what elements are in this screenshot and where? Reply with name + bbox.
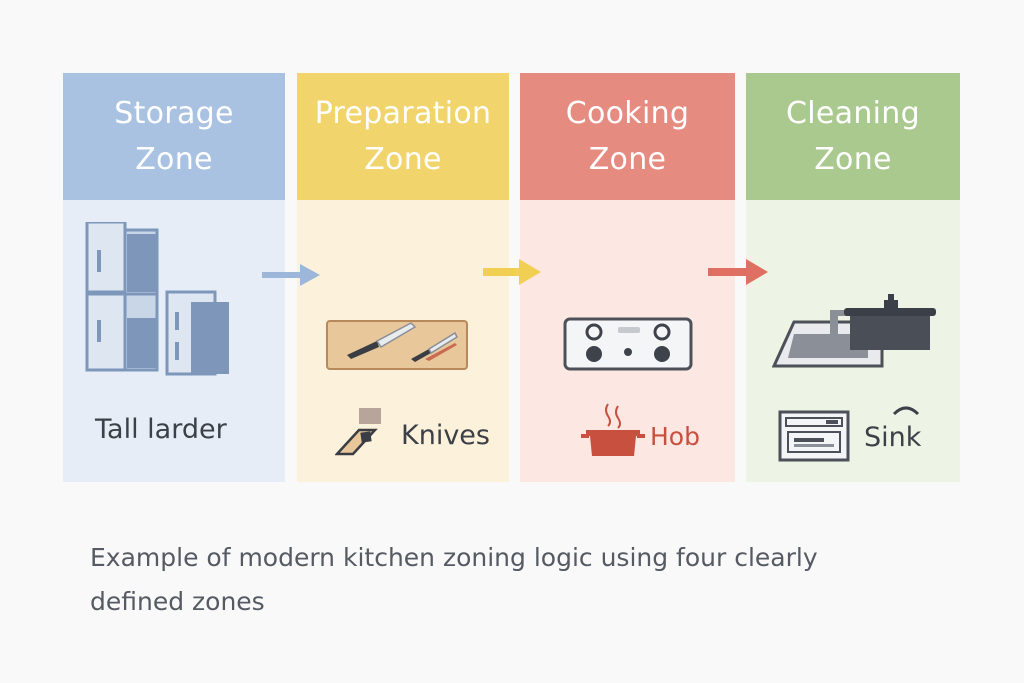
cleaning-zone-body: Sink xyxy=(746,200,960,482)
cooking-item-label: Hob xyxy=(650,422,700,451)
knives-icon xyxy=(335,408,381,456)
dishwasher-icon xyxy=(778,410,850,462)
storage-item-label: Tall larder xyxy=(95,414,227,445)
cooking-zone: Cooking Zone Hob xyxy=(520,73,735,482)
fridge-freezer-icon xyxy=(85,222,229,376)
arrow-preparation-to-cooking xyxy=(483,259,541,285)
cooking-zone-body: Hob xyxy=(520,200,735,482)
cutting-board-icon xyxy=(326,320,468,370)
cooking-zone-title-line2: Zone xyxy=(588,141,667,177)
cooking-zone-header: Cooking Zone xyxy=(520,73,735,200)
preparation-zone-header: Preparation Zone xyxy=(297,73,509,200)
preparation-item-label: Knives xyxy=(401,420,490,451)
storage-zone-header: Storage Zone xyxy=(63,73,285,200)
preparation-zone-title-line2: Zone xyxy=(364,141,442,177)
tap-icon xyxy=(892,406,920,416)
cooking-zone-title-line1: Cooking xyxy=(565,95,690,131)
cleaning-zone-title-line1: Cleaning xyxy=(786,95,920,131)
arrow-cooking-to-cleaning xyxy=(708,259,768,285)
hob-icon xyxy=(563,317,693,371)
preparation-zone: Preparation Zone Knives xyxy=(297,73,509,482)
preparation-zone-body: Knives xyxy=(297,200,509,482)
storage-zone: Storage Zone Tall larder xyxy=(63,73,285,482)
preparation-zone-title-line1: Preparation xyxy=(314,95,492,131)
cleaning-zone-header: Cleaning Zone xyxy=(746,73,960,200)
cleaning-zone-title-line2: Zone xyxy=(814,141,892,177)
storage-zone-title-line2: Zone xyxy=(135,141,213,177)
sink-with-pot-icon xyxy=(772,294,936,368)
pot-icon xyxy=(581,403,645,456)
cleaning-zone: Cleaning Zone Sink xyxy=(746,73,960,482)
diagram-caption: Example of modern kitchen zoning logic u… xyxy=(90,543,818,616)
arrow-storage-to-preparation xyxy=(262,264,320,286)
storage-zone-title-line1: Storage xyxy=(114,95,234,131)
cleaning-item-label: Sink xyxy=(864,422,922,453)
storage-zone-body: Tall larder xyxy=(63,200,285,482)
